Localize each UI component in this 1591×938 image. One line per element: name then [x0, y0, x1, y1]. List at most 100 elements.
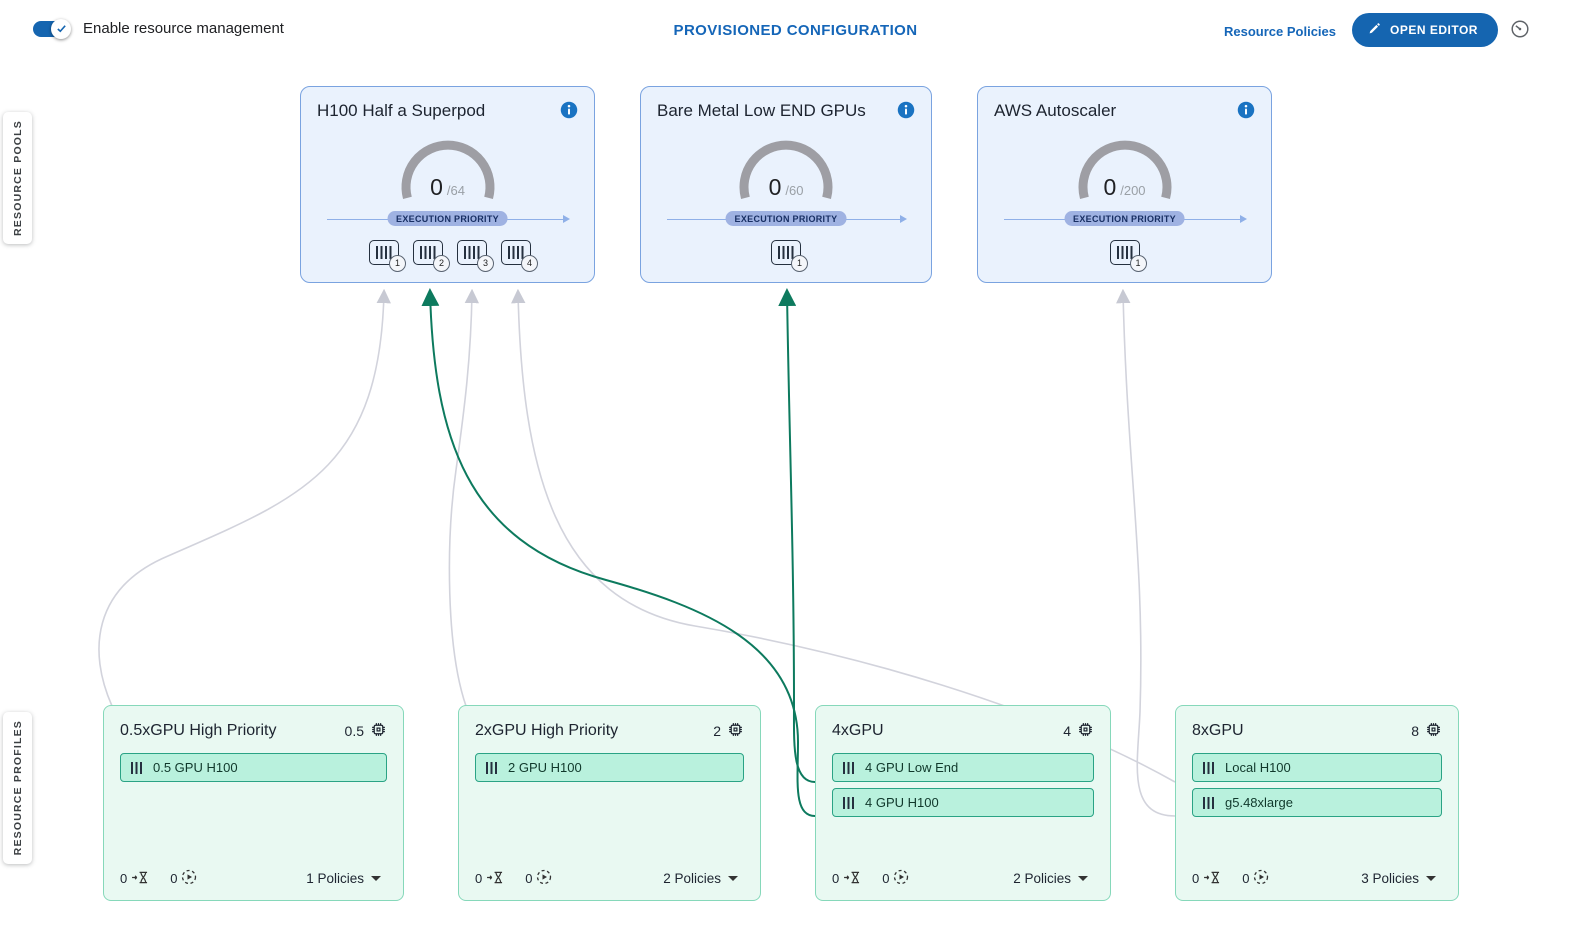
- pending-count-group: 0: [1192, 870, 1222, 888]
- pool-card-bare-metal: Bare Metal Low END GPUs 0/60 EXECUTION P…: [640, 86, 932, 283]
- barcode-icon: [1203, 796, 1216, 809]
- running-count-group: 0: [1242, 869, 1269, 888]
- connection-profile3-pool2: [778, 288, 816, 783]
- gauge-value: 0/64: [386, 174, 510, 201]
- running-count: 0: [525, 871, 533, 886]
- info-icon[interactable]: [560, 101, 578, 119]
- resource-pools-tab[interactable]: RESOURCE POOLS: [3, 112, 32, 244]
- open-editor-label: OPEN EDITOR: [1390, 23, 1478, 37]
- info-icon[interactable]: [1237, 101, 1255, 119]
- info-icon[interactable]: [897, 101, 915, 119]
- linked-profile-chip[interactable]: 3: [457, 240, 494, 272]
- barcode-icon: [843, 796, 856, 809]
- barcode-icon: [486, 761, 499, 774]
- toggle-check-icon: [51, 18, 71, 39]
- pool-header: H100 Half a Superpod: [301, 87, 594, 121]
- gauge-capacity: /200: [1120, 183, 1146, 198]
- gpu-count-value: 4: [1063, 723, 1071, 739]
- linked-profile-chip[interactable]: 1: [771, 240, 808, 272]
- pool-title: AWS Autoscaler: [994, 101, 1117, 120]
- pending-hourglass-icon: [131, 870, 150, 888]
- pending-count-group: 0: [120, 870, 150, 888]
- chevron-down-icon: [1426, 876, 1436, 881]
- execution-priority-axis: EXECUTION PRIORITY: [327, 210, 570, 228]
- linked-profile-chip[interactable]: 2: [413, 240, 450, 272]
- priority-arrow-icon: [563, 215, 570, 223]
- profile-header: 4xGPU 4: [816, 706, 1110, 753]
- resource-item-label: 0.5 GPU H100: [153, 760, 238, 775]
- linked-profiles-row: 1: [978, 240, 1271, 272]
- chip-icon: [370, 721, 387, 741]
- pool-title: Bare Metal Low END GPUs: [657, 101, 866, 120]
- profile-footer: 0 0 2 Policies: [832, 869, 1094, 888]
- profile-name: 2xGPU High Priority: [475, 722, 619, 739]
- toggle-label: Enable resource management: [83, 20, 284, 37]
- chevron-down-icon: [371, 876, 381, 881]
- running-workloads-icon: [536, 869, 552, 888]
- profile-footer: 0 0 3 Policies: [1192, 869, 1442, 888]
- chevron-down-icon: [1078, 876, 1088, 881]
- running-count-group: 0: [170, 869, 197, 888]
- barcode-icon: [1116, 246, 1133, 259]
- policies-label: 1 Policies: [306, 871, 364, 886]
- policies-dropdown[interactable]: 1 Policies: [300, 870, 387, 887]
- connection-profile1-pool1: [98, 288, 391, 707]
- profile-header: 8xGPU 8: [1176, 706, 1458, 753]
- profile-card-05xgpu: 0.5xGPU High Priority 0.5 0.5 GPU H100 0…: [103, 705, 404, 901]
- resource-profiles-tab[interactable]: RESOURCE PROFILES: [3, 712, 32, 864]
- pending-hourglass-icon: [1203, 870, 1222, 888]
- chip-icon: [1077, 721, 1094, 741]
- resource-item: 4 GPU H100: [832, 788, 1094, 817]
- policies-dropdown[interactable]: 3 Policies: [1355, 870, 1442, 887]
- resource-profiles-tab-label: RESOURCE PROFILES: [11, 720, 24, 856]
- linked-profiles-row: 1: [641, 240, 931, 272]
- gpu-count: 4: [1063, 721, 1094, 741]
- enable-toggle[interactable]: [33, 18, 71, 39]
- chip-icon: [727, 721, 744, 741]
- gauge-used: 0: [430, 174, 443, 200]
- profile-name: 4xGPU: [832, 722, 884, 739]
- pool-title: H100 Half a Superpod: [317, 101, 486, 120]
- gauge-used: 0: [768, 174, 782, 200]
- profile-header: 0.5xGPU High Priority 0.5: [104, 706, 403, 753]
- profile-header: 2xGPU High Priority 2: [459, 706, 760, 753]
- profile-footer: 0 0 1 Policies: [120, 869, 387, 888]
- resource-policies-link[interactable]: Resource Policies: [1224, 24, 1336, 39]
- policies-dropdown[interactable]: 2 Policies: [1007, 870, 1094, 887]
- priority-badge: 3: [477, 255, 494, 272]
- resource-item-label: 2 GPU H100: [508, 760, 582, 775]
- capacity-gauge: 0/60: [724, 125, 848, 203]
- resource-item: 4 GPU Low End: [832, 753, 1094, 782]
- priority-badge: 4: [521, 255, 538, 272]
- running-count: 0: [170, 871, 178, 886]
- gpu-count: 8: [1411, 721, 1442, 741]
- pool-card-aws-autoscaler: AWS Autoscaler 0/200 EXECUTION PRIORITY …: [977, 86, 1272, 283]
- gauge-value: 0/60: [724, 174, 848, 201]
- connection-profile4-pool3: [1116, 288, 1176, 817]
- policies-label: 3 Policies: [1361, 871, 1419, 886]
- profile-name: 0.5xGPU High Priority: [120, 722, 277, 739]
- linked-profile-chip[interactable]: 1: [369, 240, 406, 272]
- profile-card-2xgpu: 2xGPU High Priority 2 2 GPU H100 0 0: [458, 705, 761, 901]
- linked-profile-chip[interactable]: 4: [501, 240, 538, 272]
- pending-count: 0: [1192, 871, 1200, 886]
- speedometer-icon[interactable]: [1508, 18, 1532, 42]
- pending-count: 0: [475, 871, 483, 886]
- resource-item-label: Local H100: [1225, 760, 1291, 775]
- linked-profile-chip[interactable]: 1: [1109, 240, 1147, 272]
- linked-profiles-row: 1 2 3 4: [369, 240, 594, 272]
- connection-profile2-pool1: [448, 288, 480, 707]
- policies-dropdown[interactable]: 2 Policies: [657, 870, 744, 887]
- capacity-gauge: 0/64: [386, 125, 510, 203]
- resource-item-label: 4 GPU Low End: [865, 760, 959, 775]
- resource-item: Local H100: [1192, 753, 1442, 782]
- pending-hourglass-icon: [843, 870, 862, 888]
- open-editor-button[interactable]: OPEN EDITOR: [1352, 13, 1498, 47]
- barcode-icon: [420, 246, 436, 259]
- pending-count-group: 0: [475, 870, 505, 888]
- priority-badge: 1: [1129, 255, 1147, 272]
- running-count: 0: [882, 871, 890, 886]
- pending-count-group: 0: [832, 870, 862, 888]
- priority-badge: 1: [791, 255, 808, 272]
